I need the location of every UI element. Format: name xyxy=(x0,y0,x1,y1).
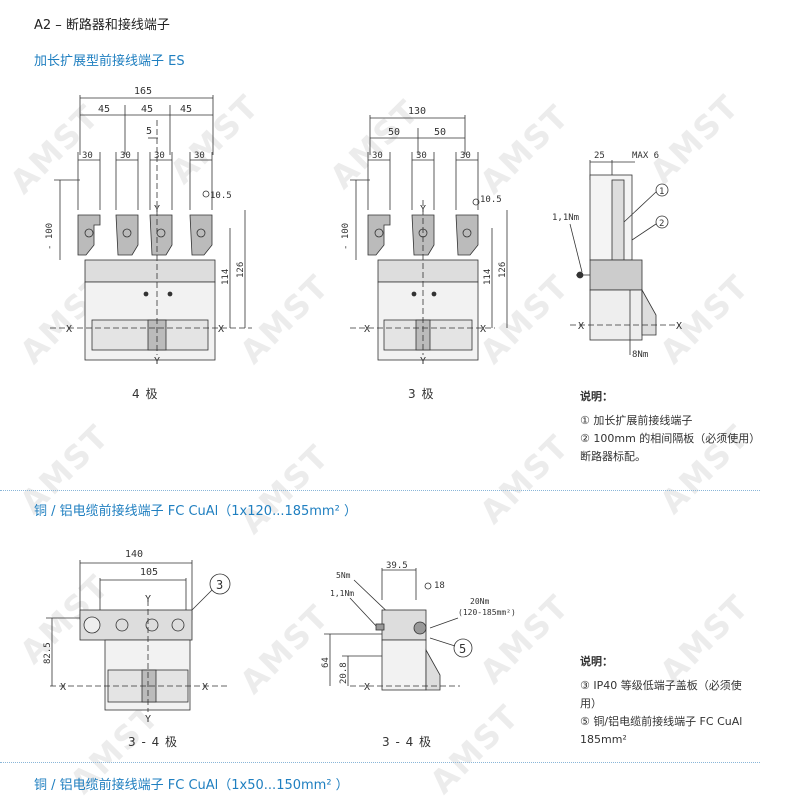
dim-126: 126 xyxy=(498,262,508,278)
axis-x-left: X xyxy=(578,321,584,332)
dim-64: 64 xyxy=(321,657,331,668)
torque-8nm: 8Nm xyxy=(632,350,648,360)
dim-45-a: 45 xyxy=(98,104,110,115)
dim-30-b: 30 xyxy=(120,151,131,161)
dim-114: 114 xyxy=(483,269,493,285)
dim-100: - 100 xyxy=(341,223,351,250)
note-item: ② 100mm 的相间隔板（必须使用） xyxy=(580,432,761,445)
note-item: 断路器标配。 xyxy=(580,450,646,463)
note-item: 用） xyxy=(580,697,602,710)
dim-30-a: 30 xyxy=(372,151,383,161)
dim-max6: MAX 6 xyxy=(632,151,659,161)
torque-20nm: 20Nm xyxy=(470,597,489,606)
axis-y-top: Y xyxy=(420,204,426,215)
dim-30-a: 30 xyxy=(82,151,93,161)
notes-section2: 说明： ③ IP40 等级低端子盖板（必须使 用） ⑤ 铜/铝电缆前接线端子 F… xyxy=(580,653,770,749)
section-title-fc-50-150: 铜 / 铝电缆前接线端子 FC CuAl（1x50...150mm² ） xyxy=(34,778,349,793)
torque-1-1nm: 1,1Nm xyxy=(552,213,579,223)
torque-5nm: 5Nm xyxy=(336,571,351,580)
drawing-fc-side: 39.5 18 5Nm 1,1Nm 20Nm (120-185mm²) 5 X … xyxy=(321,561,516,693)
dim-45-c: 45 xyxy=(180,104,192,115)
note-item: 185mm² xyxy=(580,733,627,746)
note-item: ① 加长扩展前接线端子 xyxy=(580,414,693,427)
watermark: AMST xyxy=(472,426,577,532)
axis-y-top: Y xyxy=(154,204,160,215)
dim-30-b: 30 xyxy=(416,151,427,161)
drawing-3-pole: 130 50 50 30 30 30 10.5 X X Y Y - 100 11… xyxy=(341,106,508,367)
cable-range: (120-185mm²) xyxy=(458,608,516,617)
axis-y-bottom: Y xyxy=(420,356,426,367)
axis-x-right: X xyxy=(480,324,486,335)
dim-30-c: 30 xyxy=(154,151,165,161)
dim-50-a: 50 xyxy=(388,127,400,138)
dim-5: 5 xyxy=(146,126,152,137)
dim-25: 25 xyxy=(594,151,605,161)
dim-20-8: 20.8 xyxy=(339,662,349,684)
dim-165: 165 xyxy=(134,86,152,97)
note-item: ③ IP40 等级低端子盖板（必须使 xyxy=(580,679,742,692)
axis-x-right: X xyxy=(218,324,224,335)
dim-45-b: 45 xyxy=(141,104,153,115)
axis-x-left: X xyxy=(66,324,72,335)
dim-130: 130 xyxy=(408,106,426,117)
dim-39-5: 39.5 xyxy=(386,561,408,571)
axis-x: X xyxy=(364,682,370,693)
notes-section1: 说明： ① 加长扩展前接线端子 ② 100mm 的相间隔板（必须使用） 断路器标… xyxy=(580,388,770,466)
dim-105: 105 xyxy=(140,567,158,578)
caption-3-pole: 3 极 xyxy=(408,387,435,401)
dim-10-5: 10.5 xyxy=(210,191,232,201)
page-title: A2 – 断路器和接线端子 xyxy=(34,18,170,33)
dim-10-5: 10.5 xyxy=(480,195,502,205)
dim-100: - 100 xyxy=(45,223,55,250)
drawing-fc-front: 140 105 3 X X Y Y 82.5 xyxy=(43,549,231,725)
axis-x-left: X xyxy=(364,324,370,335)
caption-4-pole: 4 极 xyxy=(132,387,159,401)
notes-title: 说明： xyxy=(580,390,613,403)
notes-title: 说明： xyxy=(580,655,613,668)
axis-y-bottom: Y xyxy=(154,356,160,367)
dim-50-b: 50 xyxy=(434,127,446,138)
dim-114: 114 xyxy=(221,269,231,285)
divider xyxy=(0,490,760,491)
callout-5: 5 xyxy=(459,642,466,656)
axis-x-right: X xyxy=(202,682,208,693)
axis-y-bottom: Y xyxy=(145,714,151,725)
caption-fc-front: 3 - 4 极 xyxy=(128,735,179,749)
dim-18: 18 xyxy=(434,581,445,591)
drawing-side-view: 25 MAX 6 1,1Nm 1 2 X X 8Nm xyxy=(552,151,682,360)
watermark: AMST xyxy=(232,436,337,542)
dim-126: 126 xyxy=(236,262,246,278)
dim-82-5: 82.5 xyxy=(43,642,53,664)
caption-fc-side: 3 - 4 极 xyxy=(382,735,433,749)
note-item: ⑤ 铜/铝电缆前接线端子 FC CuAl xyxy=(580,715,743,728)
section-title-es: 加长扩展型前接线端子 ES xyxy=(34,54,185,69)
dim-140: 140 xyxy=(125,549,143,560)
drawing-4-pole: 165 45 45 45 5 30 30 30 30 10.5 X X Y Y … xyxy=(45,86,252,367)
callout-2: 2 xyxy=(659,219,664,229)
axis-y-top: Y xyxy=(145,594,151,605)
axis-x-left: X xyxy=(60,682,66,693)
dim-30-c: 30 xyxy=(460,151,471,161)
callout-3: 3 xyxy=(216,578,223,592)
section-title-fc-120-185: 铜 / 铝电缆前接线端子 FC CuAl（1x120...185mm² ） xyxy=(34,504,357,519)
dim-30-d: 30 xyxy=(194,151,205,161)
axis-x-right: X xyxy=(676,321,682,332)
divider xyxy=(0,762,760,763)
torque-1-1nm: 1,1Nm xyxy=(330,589,354,598)
callout-1: 1 xyxy=(659,187,664,197)
